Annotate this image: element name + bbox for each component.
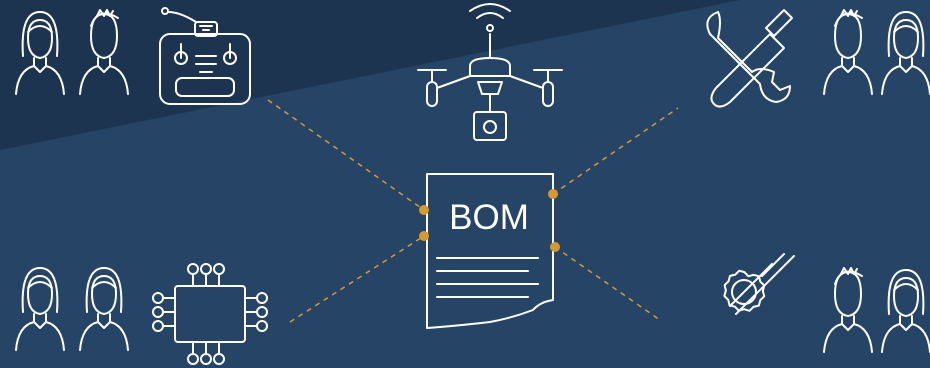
connector-node-bottom-left bbox=[419, 231, 429, 241]
connector-node-bottom-right bbox=[550, 242, 560, 252]
bom-label: BOM bbox=[449, 198, 529, 237]
remote-controller-icon bbox=[159, 7, 251, 105]
connector-bottom-left bbox=[289, 235, 425, 323]
wrench-screwdriver-icon bbox=[706, 9, 793, 108]
connector-node-top-left bbox=[419, 205, 429, 215]
gear-icon bbox=[723, 253, 795, 315]
bom-document: BOM bbox=[419, 173, 560, 329]
document-outline bbox=[426, 173, 554, 329]
background-diagonal-shade bbox=[0, 0, 740, 150]
microchip-icon bbox=[152, 263, 268, 365]
connector-top-left bbox=[267, 99, 425, 211]
connector-node-top-right bbox=[548, 189, 558, 199]
connector-lines bbox=[267, 99, 679, 323]
connector-bottom-right bbox=[554, 246, 661, 321]
drone-with-camera-icon bbox=[417, 3, 563, 141]
